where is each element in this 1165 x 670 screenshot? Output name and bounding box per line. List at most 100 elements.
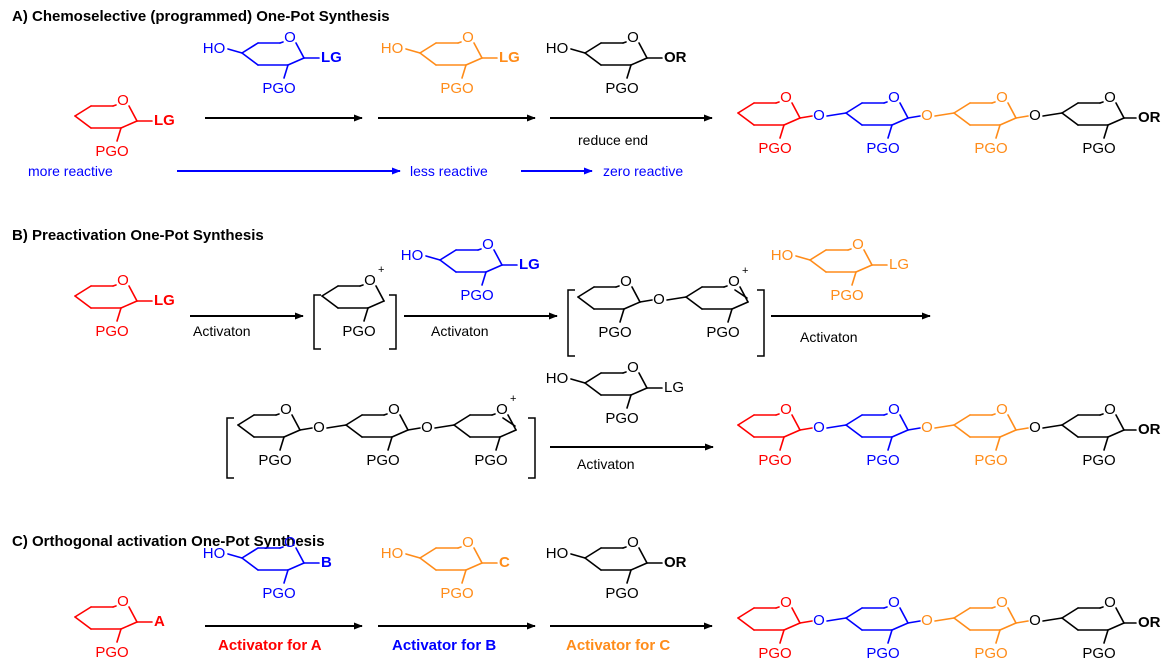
glycosidic-oxygen: O [421,419,433,436]
pgo-label: PGO [758,452,791,469]
anomeric-group: LG [664,379,684,396]
activation-label-b2: Activaton [431,323,489,339]
ring-oxygen: O [996,594,1008,611]
pgo-label: PGO [866,140,899,157]
pgo-label: PGO [866,452,899,469]
section-b-title: B) Preactivation One-Pot Synthesis [12,227,264,244]
oxocarbenium-1: O PGO + [321,264,385,340]
pgo-label: PGO [474,452,507,469]
hydroxyl-label: HO [546,370,569,387]
pgo-label: PGO [974,452,1007,469]
pgo-label: PGO [605,80,638,97]
reducing-end-group: OR [1138,109,1161,126]
hydroxyl-label: HO [546,40,569,57]
anomeric-group: LG [321,49,342,66]
glycosidic-oxygen: O [813,612,825,629]
anomeric-group: LG [519,256,540,273]
anomeric-group: B [321,554,332,571]
pgo-label: PGO [605,410,638,427]
activation-label-b1: Activaton [193,323,251,339]
pgo-label: PGO [1082,645,1115,662]
acceptor-c-black: O PGO OR HO [546,534,687,602]
bracket-oxocarbenium-3 [226,417,536,479]
bracket-oxocarbenium-2 [567,289,765,357]
hydroxyl-label: HO [381,40,404,57]
anomeric-group: C [499,554,510,571]
glycosidic-oxygen: O [313,419,325,436]
pgo-label: PGO [1082,140,1115,157]
less-reactive-label: less reactive [410,163,488,179]
pgo-label: PGO [262,80,295,97]
acceptor-a-black: O PGO OR HO [546,29,687,97]
anomeric-group: A [154,613,165,630]
hydroxyl-label: HO [203,545,226,562]
reducing-end-group: OR [1138,421,1161,438]
ring-oxygen: O [888,594,900,611]
pgo-label: PGO [342,323,375,340]
ring-oxygen: O [888,89,900,106]
anomeric-group: LG [154,112,175,129]
pgo-label: PGO [974,140,1007,157]
ring-oxygen: O [284,534,296,551]
plus-charge: + [378,264,384,276]
glycosidic-oxygen: O [653,291,665,308]
hydroxyl-label: HO [546,545,569,562]
pgo-label: PGO [366,452,399,469]
ring-oxygen: O [627,534,639,551]
ring-oxygen: O [780,89,792,106]
section-a-title: A) Chemoselective (programmed) One-Pot S… [12,8,390,25]
ring-oxygen: O [1104,594,1116,611]
pgo-label: PGO [1082,452,1115,469]
ring-oxygen: O [462,534,474,551]
hydroxyl-label: HO [203,40,226,57]
ring-oxygen: O [117,272,129,289]
section-c-title: C) Orthogonal activation One-Pot Synthes… [12,533,325,550]
ring-oxygen: O [620,273,632,290]
ring-oxygen: O [364,272,376,289]
ring-oxygen: O [496,401,508,418]
ring-oxygen: O [996,89,1008,106]
hydroxyl-label: HO [401,247,424,264]
ring-oxygen: O [462,29,474,46]
pgo-label: PGO [605,585,638,602]
ring-oxygen: O [280,401,292,418]
hydroxyl-label: HO [771,247,794,264]
glycosidic-oxygen: O [1029,419,1041,436]
plus-charge: + [742,265,748,277]
ring-oxygen: O [627,29,639,46]
ring-oxygen: O [852,236,864,253]
anomeric-group: OR [664,554,687,571]
activator-b-label: Activator for B [392,637,496,654]
ring-oxygen: O [1104,401,1116,418]
more-reactive-label: more reactive [28,163,113,179]
pgo-label: PGO [440,585,473,602]
pgo-label: PGO [706,324,739,341]
activation-label-b3: Activaton [800,329,858,345]
ring-oxygen: O [388,401,400,418]
anomeric-group: OR [664,49,687,66]
pgo-label: PGO [866,645,899,662]
ring-oxygen: O [780,594,792,611]
pgo-label: PGO [460,287,493,304]
pgo-label: PGO [758,140,791,157]
activator-a-label: Activator for A [218,637,322,654]
hydroxyl-label: HO [381,545,404,562]
plus-charge: + [510,393,516,405]
zero-reactive-label: zero reactive [603,163,683,179]
glycosidic-oxygen: O [813,107,825,124]
glycosidic-oxygen: O [921,612,933,629]
glycosidic-oxygen: O [813,419,825,436]
pgo-label: PGO [598,324,631,341]
activation-label-b4: Activaton [577,456,635,472]
